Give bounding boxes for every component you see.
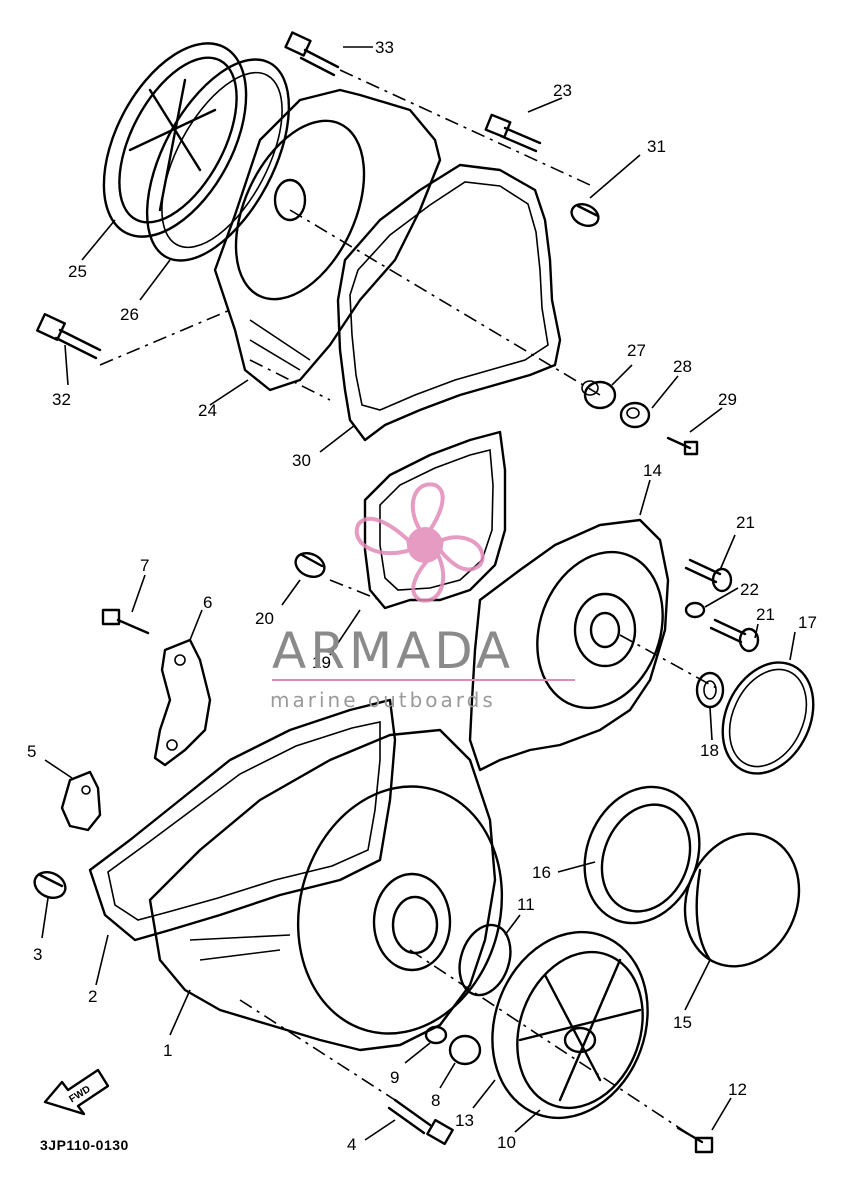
- callout-32: 32: [52, 390, 71, 409]
- part-30-gasket: [336, 163, 562, 442]
- part-28-washer: [619, 401, 651, 429]
- callout-5: 5: [27, 742, 36, 761]
- forward-direction-arrow: FWD: [43, 1068, 110, 1116]
- callout-10: 10: [497, 1133, 516, 1152]
- part-33-bolt: [284, 31, 340, 77]
- callout-15: 15: [673, 1013, 692, 1032]
- callout-26: 26: [120, 305, 139, 324]
- callout-18: 18: [700, 741, 719, 760]
- callout-20: 20: [255, 609, 274, 628]
- callout-2: 2: [88, 987, 97, 1006]
- part-21-bolt-lower: [709, 618, 760, 653]
- callout-4: 4: [347, 1135, 356, 1154]
- part-11-o-ring: [458, 923, 512, 997]
- watermark-tagline: marine outboards: [270, 688, 496, 712]
- part-21-bolt-upper: [684, 558, 733, 593]
- watermark-brand: ARMADA: [272, 622, 514, 680]
- part-4-bolt: [387, 1098, 454, 1146]
- drawing-code: 3JP110-0130: [40, 1137, 129, 1153]
- callout-14: 14: [643, 461, 662, 480]
- callout-7: 7: [140, 556, 149, 575]
- callout-11: 11: [517, 895, 535, 914]
- part-27-plug: [581, 380, 617, 410]
- callout-25: 25: [68, 262, 87, 281]
- callout-labels: 33 23 31 25 26 32 24 30 27 28 29 14 21 2…: [27, 38, 817, 1154]
- callout-17: 17: [798, 613, 817, 632]
- propeller-icon: [354, 482, 485, 603]
- callout-9: 9: [390, 1068, 399, 1087]
- part-9-o-ring: [424, 1025, 448, 1045]
- callout-8: 8: [431, 1091, 440, 1110]
- part-31-dowel: [570, 202, 600, 228]
- part-2-gasket: [88, 698, 397, 942]
- callout-31: 31: [647, 137, 666, 156]
- part-32-bolt: [36, 312, 102, 360]
- part-22-washer: [684, 601, 706, 619]
- callout-21-upper: 21: [736, 513, 755, 532]
- callout-29: 29: [718, 390, 737, 409]
- part-14-cover: [468, 518, 670, 772]
- part-7-bolt: [101, 608, 150, 635]
- callout-24: 24: [198, 401, 217, 420]
- leader-lines: [41, 46, 796, 1141]
- callout-22: 22: [740, 580, 759, 599]
- watermark-logo: ARMADA marine outboards: [270, 482, 575, 712]
- part-19-gasket: [363, 430, 507, 610]
- part-8-plug: [448, 1034, 482, 1066]
- callout-30: 30: [292, 451, 311, 470]
- callout-33: 33: [375, 38, 394, 57]
- callout-21-lower: 21: [756, 605, 775, 624]
- part-23-bolt: [484, 113, 542, 153]
- callout-13: 13: [455, 1111, 474, 1130]
- part-29-bolt: [666, 436, 699, 456]
- part-17-snap-ring: [721, 661, 815, 775]
- callout-27: 27: [627, 341, 646, 360]
- part-15-end-cap: [683, 832, 801, 968]
- part-10-spoked-cover: [491, 930, 649, 1120]
- callout-16: 16: [532, 863, 551, 882]
- part-5-clip: [60, 770, 102, 832]
- callout-3: 3: [33, 945, 42, 964]
- part-26-gasket: [145, 58, 291, 262]
- callout-12: 12: [728, 1080, 747, 1099]
- part-18-seal: [695, 671, 725, 709]
- part-6-bracket: [153, 638, 212, 767]
- callout-19: 19: [312, 653, 331, 672]
- part-3-dowel: [33, 870, 67, 900]
- part-24-crankcase-cover: [213, 88, 442, 392]
- part-12-bolt: [676, 1126, 714, 1154]
- callout-6: 6: [203, 593, 212, 612]
- part-20-dowel: [294, 551, 326, 579]
- callout-1: 1: [163, 1041, 172, 1060]
- callout-28: 28: [673, 357, 692, 376]
- part-25-outer-cover: [102, 42, 248, 238]
- alignment-lines: [99, 69, 721, 1136]
- part-1-crankcase-cover: [148, 728, 504, 1052]
- callout-23: 23: [553, 81, 572, 100]
